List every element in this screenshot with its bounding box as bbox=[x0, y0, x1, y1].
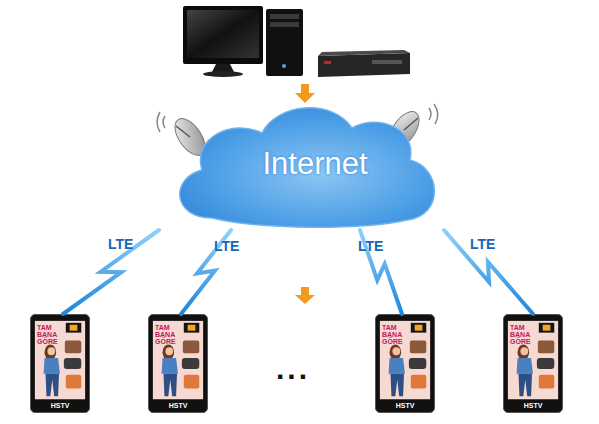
link-label: LTE bbox=[214, 238, 239, 254]
product bbox=[183, 340, 199, 353]
top bbox=[162, 358, 178, 374]
ad-slogan: TAM BANA GÖRE bbox=[510, 324, 531, 345]
face bbox=[47, 347, 55, 355]
link-label: LTE bbox=[108, 236, 133, 252]
lte-bolt bbox=[63, 230, 159, 314]
logo bbox=[184, 323, 199, 333]
lte-bolt bbox=[444, 230, 533, 314]
jeans bbox=[391, 374, 405, 397]
jeans bbox=[164, 374, 178, 397]
signal-wave bbox=[434, 104, 438, 124]
screen bbox=[153, 321, 203, 399]
ad-slogan: TAM BANA GÖRE bbox=[382, 324, 403, 345]
player-led bbox=[324, 61, 331, 64]
signal-wave bbox=[157, 112, 160, 132]
phone-device: TAM BANA GÖRE HSTV bbox=[503, 314, 563, 413]
flow-arrow bbox=[295, 287, 315, 304]
top bbox=[517, 358, 533, 374]
dish-feed bbox=[404, 118, 418, 130]
screen bbox=[35, 321, 85, 399]
logo bbox=[66, 323, 81, 333]
dish-feed bbox=[176, 126, 190, 137]
phone-device: TAM BANA GÖRE HSTV bbox=[375, 314, 435, 413]
product bbox=[64, 358, 81, 369]
drive-bay bbox=[270, 22, 299, 27]
pc-tower bbox=[266, 9, 303, 76]
logo-mark bbox=[543, 325, 551, 331]
product bbox=[65, 340, 81, 353]
ellipsis: ... bbox=[276, 352, 310, 386]
product bbox=[539, 375, 554, 389]
jeans bbox=[46, 374, 60, 397]
screen bbox=[380, 321, 430, 399]
drive-bay bbox=[270, 14, 299, 19]
media-player-top bbox=[318, 50, 410, 56]
phone-device: TAM BANA GÖRE HSTV bbox=[30, 314, 90, 413]
product bbox=[409, 358, 426, 369]
product bbox=[182, 358, 199, 369]
player-panel bbox=[372, 60, 402, 64]
hair bbox=[163, 344, 175, 360]
logo bbox=[411, 323, 426, 333]
product bbox=[537, 358, 554, 369]
brand-name: HSTV bbox=[149, 402, 207, 409]
top bbox=[44, 358, 60, 374]
power-led bbox=[282, 64, 286, 68]
logo-mark bbox=[188, 325, 196, 331]
network-name: Internet bbox=[180, 98, 450, 230]
face bbox=[165, 347, 173, 355]
signal-wave bbox=[163, 116, 165, 128]
brand-name: HSTV bbox=[504, 402, 562, 409]
logo-mark bbox=[70, 325, 78, 331]
monitor-frame bbox=[183, 6, 263, 64]
hair bbox=[518, 344, 530, 360]
link-label: LTE bbox=[470, 236, 495, 252]
media-player bbox=[318, 53, 410, 77]
hair bbox=[390, 344, 402, 360]
monitor-base bbox=[203, 71, 243, 77]
signal-wave bbox=[429, 108, 431, 120]
jeans bbox=[519, 374, 533, 397]
flow-arrow bbox=[295, 84, 315, 103]
product bbox=[538, 340, 554, 353]
logo bbox=[539, 323, 554, 333]
ad-slogan: TAM BANA GÖRE bbox=[37, 324, 58, 345]
product bbox=[410, 340, 426, 353]
brand-name: HSTV bbox=[31, 402, 89, 409]
logo-mark bbox=[415, 325, 423, 331]
product bbox=[66, 375, 81, 389]
link-label: LTE bbox=[358, 238, 383, 254]
product bbox=[184, 375, 199, 389]
monitor-screen bbox=[187, 10, 259, 58]
hair bbox=[45, 344, 57, 360]
network-cloud: Internet bbox=[150, 98, 450, 230]
phone-device: TAM BANA GÖRE HSTV bbox=[148, 314, 208, 413]
screen bbox=[508, 321, 558, 399]
face bbox=[520, 347, 528, 355]
top bbox=[389, 358, 405, 374]
brand-name: HSTV bbox=[376, 402, 434, 409]
ad-slogan: TAM BANA GÖRE bbox=[155, 324, 176, 345]
monitor-stand bbox=[212, 64, 234, 72]
product bbox=[411, 375, 426, 389]
face bbox=[392, 347, 400, 355]
